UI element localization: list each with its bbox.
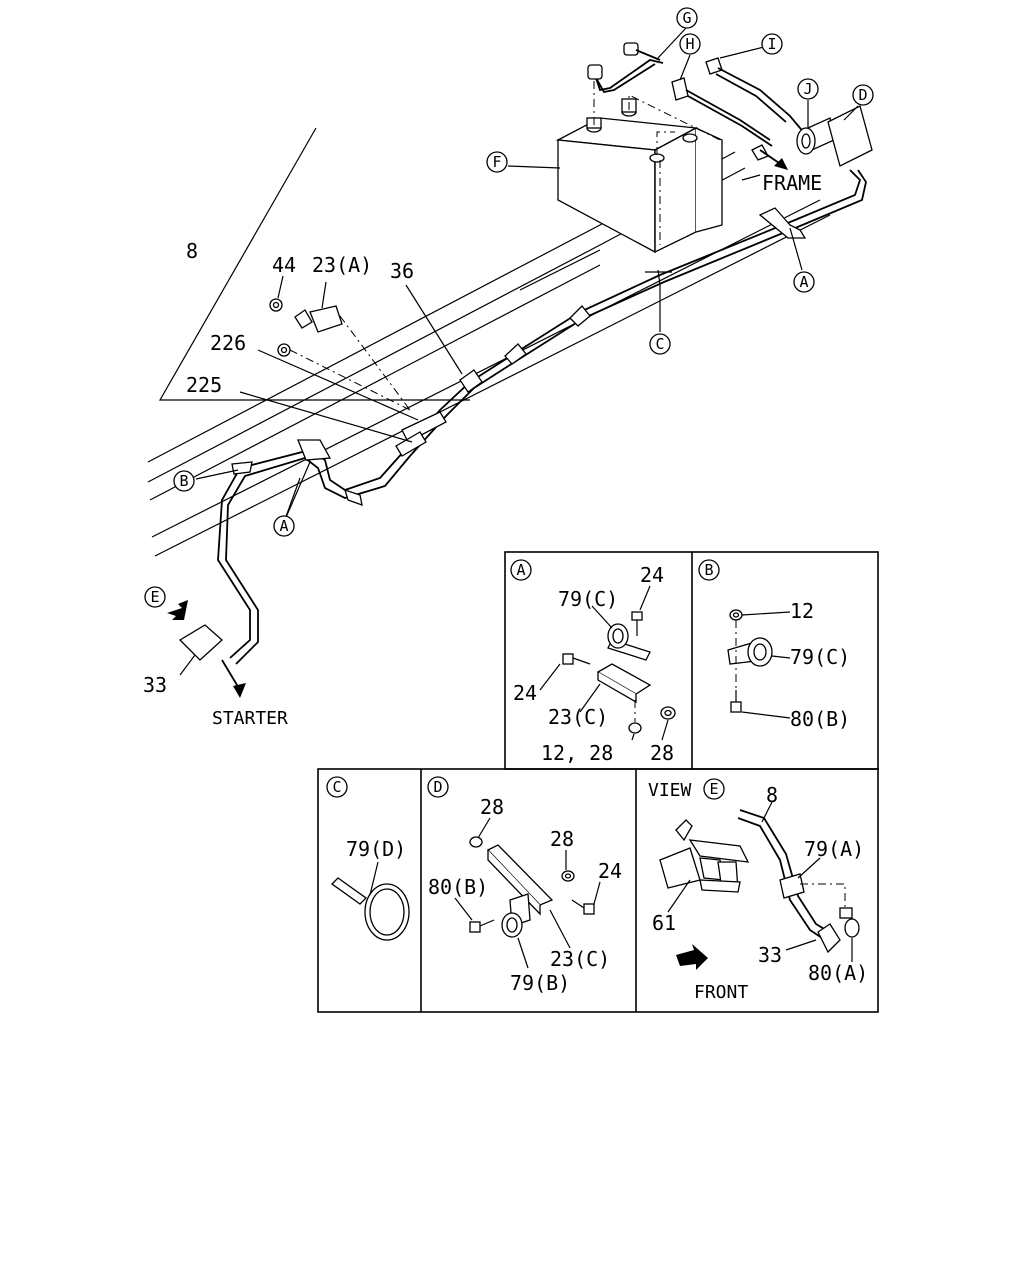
detail-a-label-12-28: 12, 28 [541, 741, 613, 765]
batteries [555, 80, 723, 254]
detail-d-label-79b: 79(B) [510, 971, 570, 995]
main-assembly: 8 44 23(A) 36 226 225 FRAME STARTER 33 G… [143, 7, 874, 729]
detail-e-view-label: VIEW [648, 780, 692, 801]
callout-i: I [761, 33, 783, 55]
label-33: 33 [143, 673, 167, 697]
detail-c: C 79(D) [326, 776, 410, 941]
label-23a: 23(A) [312, 253, 372, 277]
svg-text:G: G [682, 9, 691, 27]
callout-b: B [173, 470, 195, 492]
label-8: 8 [186, 239, 198, 263]
detail-a-label-23c: 23(C) [548, 705, 608, 729]
callout-f: F [486, 151, 508, 173]
detail-e-label-61: 61 [652, 911, 676, 935]
callout-d: D [852, 84, 874, 106]
callout-a-right: A [793, 271, 815, 293]
svg-text:E: E [709, 780, 718, 798]
triangle-hardware [269, 298, 411, 411]
svg-text:F: F [492, 153, 501, 171]
detail-b-label-80b: 80(B) [790, 707, 850, 731]
detail-d-label-28-mid: 28 [550, 827, 574, 851]
detail-c-label-79d: 79(D) [346, 837, 406, 861]
callout-e: E [144, 586, 166, 608]
svg-text:D: D [433, 778, 442, 796]
detail-e-label-8: 8 [766, 783, 778, 807]
detail-a-label-24-top: 24 [640, 563, 664, 587]
detail-e-tag: E [703, 778, 725, 800]
detail-a-label-28: 28 [650, 741, 674, 765]
detail-e: VIEW E 8 79(A) 61 33 80(A) FRONT [648, 778, 868, 1003]
svg-text:A: A [516, 561, 525, 579]
starter-arrow [221, 659, 241, 691]
detail-d-label-24: 24 [598, 859, 622, 883]
battery-cables [587, 42, 873, 167]
detail-a-tag: A [510, 559, 532, 581]
detail-cde-frame [317, 768, 879, 1013]
svg-text:E: E [150, 588, 159, 606]
detail-d-label-80b: 80(B) [428, 875, 488, 899]
label-starter: STARTER [212, 708, 288, 729]
frame-arrowhead [774, 158, 788, 170]
starter-arrowhead [233, 683, 246, 698]
detail-b: B 12 79(C) 80(B) [698, 559, 850, 731]
svg-text:C: C [655, 335, 664, 353]
svg-text:J: J [803, 80, 812, 98]
detail-d-label-28-top: 28 [480, 795, 504, 819]
label-225: 225 [186, 373, 222, 397]
detail-e-label-front: FRONT [694, 982, 748, 1003]
svg-text:C: C [332, 778, 341, 796]
detail-a: A 24 79(C) 24 23(C) 12, 28 28 [510, 559, 676, 765]
label-44: 44 [272, 253, 296, 277]
svg-text:B: B [704, 561, 713, 579]
detail-a-label-24-left: 24 [513, 681, 537, 705]
detail-d-label-23c: 23(C) [550, 947, 610, 971]
callout-h: H [679, 33, 701, 55]
callout-g: G [676, 7, 698, 29]
detail-e-label-80a: 80(A) [808, 961, 868, 985]
svg-text:A: A [279, 517, 288, 535]
svg-text:A: A [799, 273, 808, 291]
label-36: 36 [390, 259, 414, 283]
callout-triangle [158, 127, 470, 401]
frame-rails [147, 151, 831, 557]
callout-a-left: A [273, 515, 295, 537]
view-e-arrow [167, 600, 188, 620]
main-harness [178, 169, 867, 665]
svg-text:I: I [767, 35, 776, 53]
detail-c-tag: C [326, 776, 348, 798]
detail-a-label-79c: 79(C) [558, 587, 618, 611]
detail-b-label-79c: 79(C) [790, 645, 850, 669]
detail-e-label-79a: 79(A) [804, 837, 864, 861]
svg-text:B: B [179, 472, 188, 490]
detail-e-label-33: 33 [758, 943, 782, 967]
callout-c: C [649, 333, 671, 355]
detail-d-tag: D [427, 776, 449, 798]
label-frame: FRAME [762, 171, 822, 195]
callout-j: J [797, 78, 819, 100]
detail-d: D 28 28 24 80(B) 23(C) 79(B) [427, 776, 622, 995]
svg-text:H: H [685, 35, 694, 53]
label-226: 226 [210, 331, 246, 355]
front-arrow [676, 944, 708, 970]
detail-b-tag: B [698, 559, 720, 581]
detail-b-label-12: 12 [790, 599, 814, 623]
svg-text:D: D [858, 86, 867, 104]
